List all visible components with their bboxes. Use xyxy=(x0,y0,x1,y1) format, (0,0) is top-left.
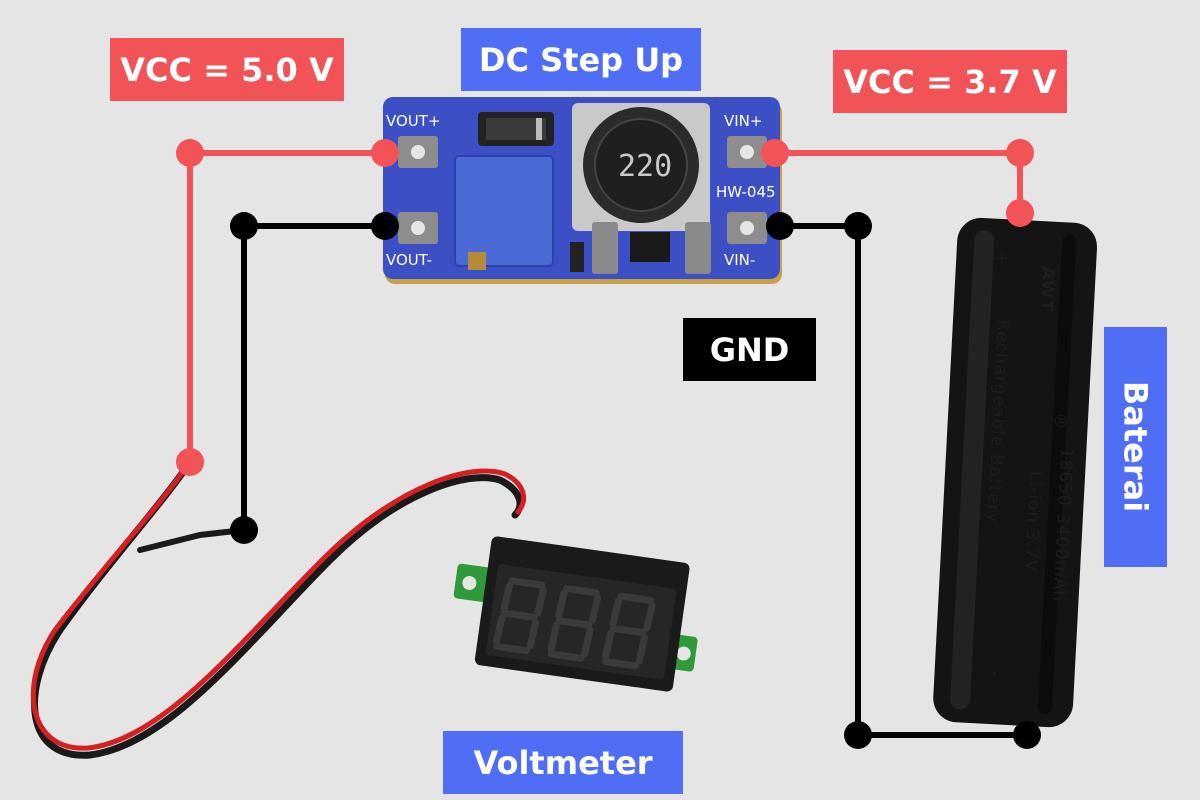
ground-wires xyxy=(230,212,1041,749)
voltmeter-cable xyxy=(30,458,527,759)
junction-vin-plus xyxy=(761,139,789,167)
label-voltmeter: Voltmeter xyxy=(443,731,683,794)
junction-corner-left xyxy=(176,139,204,167)
junction-corner-gnd-right xyxy=(844,212,872,240)
capacitor-left xyxy=(592,222,618,274)
junction-corner-gnd-bottom xyxy=(844,721,872,749)
board-label-vin-plus: VIN+ xyxy=(724,112,762,130)
junction-voltmeter-minus xyxy=(230,516,258,544)
label-baterai-box: Baterai xyxy=(1104,327,1167,567)
battery-registered-mark: ® xyxy=(1049,412,1070,431)
label-baterai: Baterai xyxy=(1117,380,1155,513)
capacitor-right xyxy=(685,222,711,274)
solder-pads xyxy=(398,136,767,244)
seven-segment-digits xyxy=(493,577,656,670)
board-label-vin-minus: VIN- xyxy=(724,251,755,269)
board-label-vout-minus: VOUT- xyxy=(386,251,432,269)
voltmeter xyxy=(453,536,698,692)
battery-18650: AWT ® Rechargeable Battery 18650 3400mAh… xyxy=(933,217,1098,728)
junction-corner-gnd-left xyxy=(230,212,258,240)
potentiometer xyxy=(454,155,554,267)
inductor-value: 220 xyxy=(618,149,672,184)
junction-battery-minus xyxy=(1013,721,1041,749)
label-vcc-output: VCC = 5.0 V xyxy=(110,38,344,101)
junction-battery-plus xyxy=(1006,199,1034,227)
board-model: HW-045 xyxy=(716,183,776,201)
junction-vout-plus xyxy=(371,139,399,167)
junction-corner-right xyxy=(1006,139,1034,167)
battery-brand: AWT xyxy=(1036,266,1058,313)
board-label-vout-plus: VOUT+ xyxy=(386,112,441,130)
label-gnd: GND xyxy=(683,318,816,381)
junction-vout-minus xyxy=(371,212,399,240)
junction-vin-minus xyxy=(766,212,794,240)
positive-wires xyxy=(176,139,1034,476)
junction-voltmeter-plus xyxy=(176,448,204,476)
label-vcc-input: VCC = 3.7 V xyxy=(833,50,1067,113)
battery-minus-mark: - xyxy=(984,671,1004,679)
label-dc-step-up: DC Step Up xyxy=(461,28,701,91)
battery-plus-mark: + xyxy=(991,250,1012,266)
dc-step-up-board: 220 VOUT+ VOUT- VIN+ VIN- HW-045 xyxy=(383,97,782,284)
ic-chip xyxy=(630,232,670,262)
